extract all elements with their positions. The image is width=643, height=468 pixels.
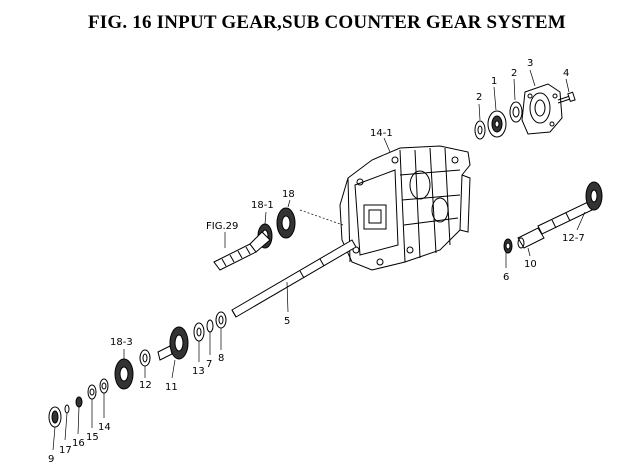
part-12-7-counter-shaft bbox=[537, 181, 603, 235]
label-part-7: 7 bbox=[206, 359, 212, 370]
label-part-15: 15 bbox=[86, 432, 99, 443]
label-part-14-1: 14-1 bbox=[370, 128, 393, 139]
label-part-14: 14 bbox=[98, 422, 111, 433]
part-18-gear bbox=[276, 207, 296, 239]
label-part-1: 1 bbox=[491, 76, 497, 87]
label-fig29: FIG.29 bbox=[206, 221, 238, 232]
label-part-18-3: 18-3 bbox=[110, 337, 133, 348]
figure-title: FIG. 16 INPUT GEAR,SUB COUNTER GEAR SYST… bbox=[88, 12, 566, 33]
label-part-5: 5 bbox=[284, 316, 290, 327]
part-2-seal-right bbox=[509, 101, 523, 123]
label-part-12-7: 12-7 bbox=[562, 233, 585, 244]
part-10-sleeve bbox=[517, 227, 545, 249]
part-17-ring bbox=[64, 404, 70, 414]
label-part-11: 11 bbox=[165, 382, 178, 393]
part-16-nut bbox=[75, 396, 83, 408]
label-part-12: 12 bbox=[139, 380, 152, 391]
part-7-snap-ring bbox=[206, 319, 214, 333]
label-part-16: 16 bbox=[72, 438, 85, 449]
transmission-case bbox=[339, 145, 471, 271]
label-part-9: 9 bbox=[48, 454, 54, 465]
part-13-bearing bbox=[193, 322, 205, 342]
part-18-3-gear bbox=[114, 358, 134, 390]
part-15-washer bbox=[87, 384, 97, 400]
part-5-main-shaft bbox=[231, 239, 357, 318]
label-part-18-1: 18-1 bbox=[251, 200, 274, 211]
fig29-reference-shaft bbox=[213, 231, 271, 271]
label-part-3: 3 bbox=[527, 58, 533, 69]
part-14-bearing bbox=[99, 378, 109, 394]
label-part-18: 18 bbox=[282, 189, 295, 200]
part-8-bearing bbox=[215, 311, 227, 329]
part-9-bearing bbox=[48, 406, 62, 428]
part-1-bearing bbox=[487, 110, 507, 138]
label-part-17: 17 bbox=[59, 445, 72, 456]
label-part-6: 6 bbox=[503, 272, 509, 283]
part-2-seal-left bbox=[474, 120, 486, 140]
label-part-13: 13 bbox=[192, 366, 205, 377]
part-12-collar bbox=[139, 349, 151, 367]
label-part-10: 10 bbox=[524, 259, 537, 270]
part-11-gear bbox=[157, 326, 189, 361]
part-3-bearing-retainer bbox=[521, 83, 563, 135]
label-part-8: 8 bbox=[218, 353, 224, 364]
leader-lines bbox=[52, 69, 586, 451]
part-6-ring bbox=[503, 238, 513, 254]
part-4-bolt bbox=[557, 91, 576, 104]
label-part-4: 4 bbox=[563, 68, 569, 79]
label-part-2-left: 2 bbox=[476, 92, 482, 103]
label-part-2-right: 2 bbox=[511, 68, 517, 79]
